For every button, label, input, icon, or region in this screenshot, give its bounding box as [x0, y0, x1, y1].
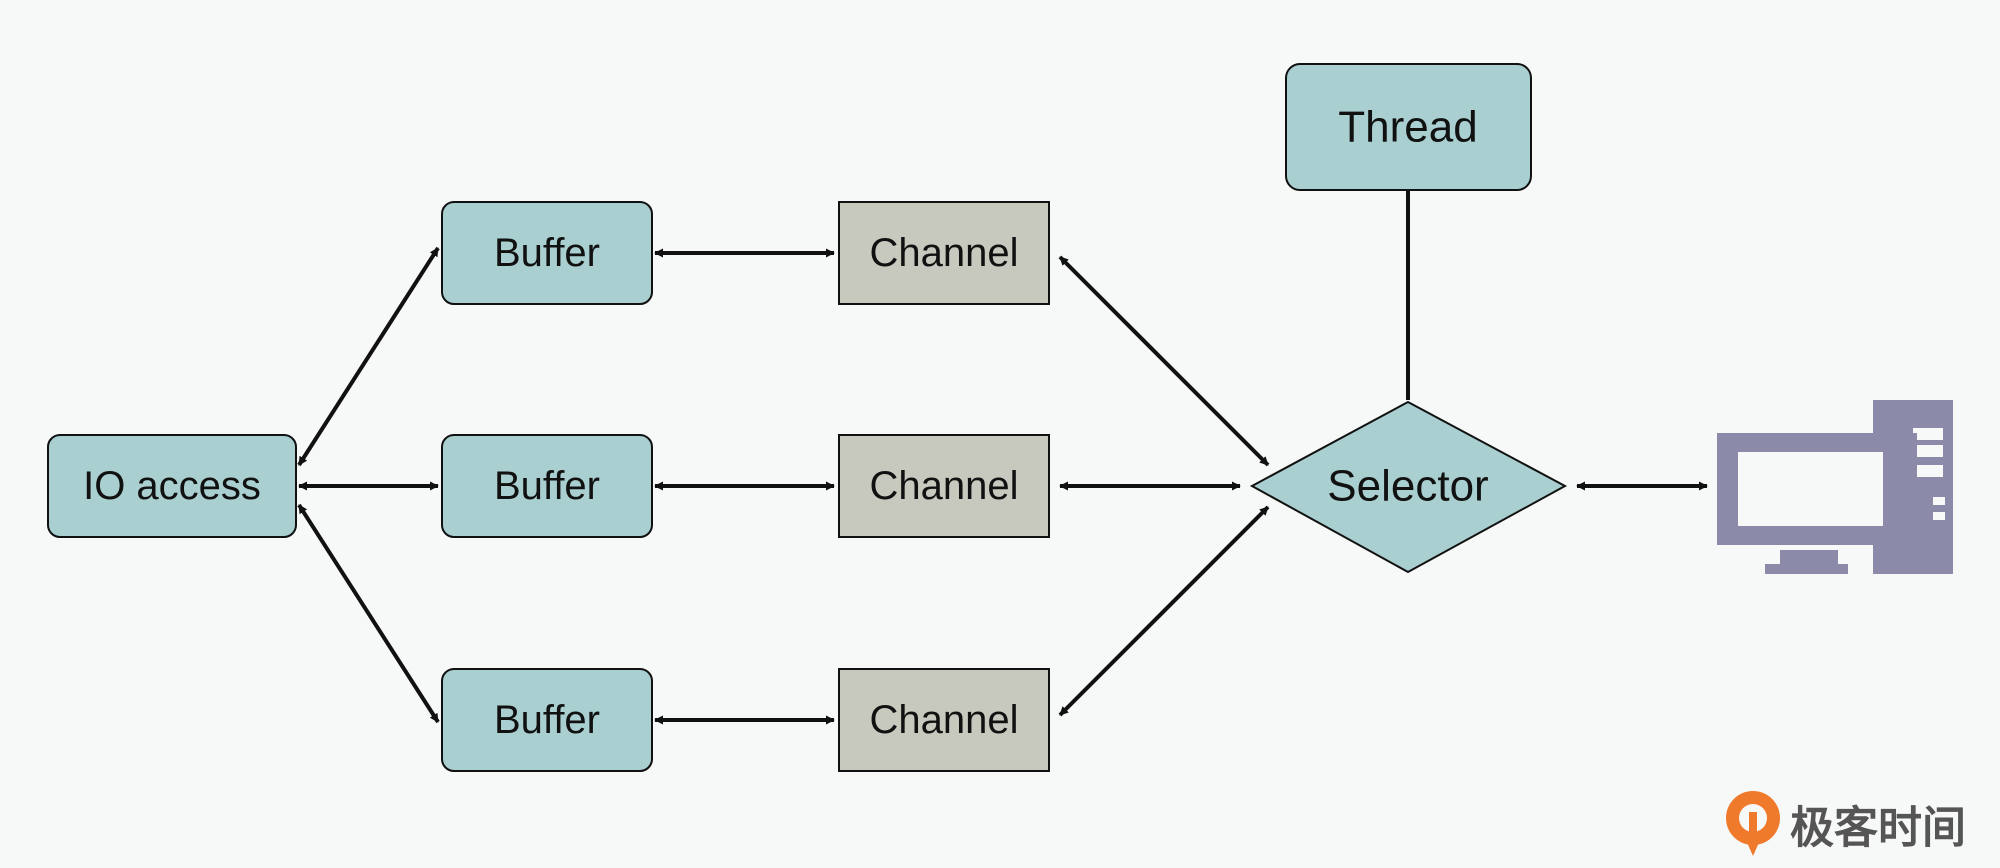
selector-node: Selector: [1249, 400, 1568, 574]
buffer-mid-label: Buffer: [494, 464, 600, 508]
thread-node: Thread: [1285, 63, 1532, 191]
thread-label: Thread: [1338, 103, 1477, 152]
buffer-node-bottom: Buffer: [441, 668, 653, 772]
brand-logo: 极客时间: [1726, 791, 1966, 856]
channel-node-bottom: Channel: [838, 668, 1050, 772]
buffer-bottom-label: Buffer: [494, 698, 600, 742]
brand-name: 极客时间: [1790, 804, 1966, 853]
edge-channel-bottom-selector: [1058, 505, 1270, 717]
buffer-top-label: Buffer: [494, 231, 600, 275]
io-access-node: IO access: [47, 434, 297, 538]
edge-channel-top-selector: [1058, 255, 1270, 467]
channel-mid-label: Channel: [869, 464, 1018, 508]
buffer-node-mid: Buffer: [441, 434, 653, 538]
channel-node-mid: Channel: [838, 434, 1050, 538]
computer-icon: [1717, 400, 1953, 574]
io-access-label: IO access: [83, 464, 261, 508]
buffer-node-top: Buffer: [441, 201, 653, 305]
edge-io-buffer-bottom: [297, 503, 440, 724]
channel-node-top: Channel: [838, 201, 1050, 305]
selector-label: Selector: [1327, 462, 1488, 511]
geekbang-logo-icon: [1726, 791, 1780, 856]
edge-io-buffer-top: [297, 246, 440, 467]
connectors: [297, 190, 1708, 725]
channel-top-label: Channel: [869, 231, 1018, 275]
channel-bottom-label: Channel: [869, 698, 1018, 742]
